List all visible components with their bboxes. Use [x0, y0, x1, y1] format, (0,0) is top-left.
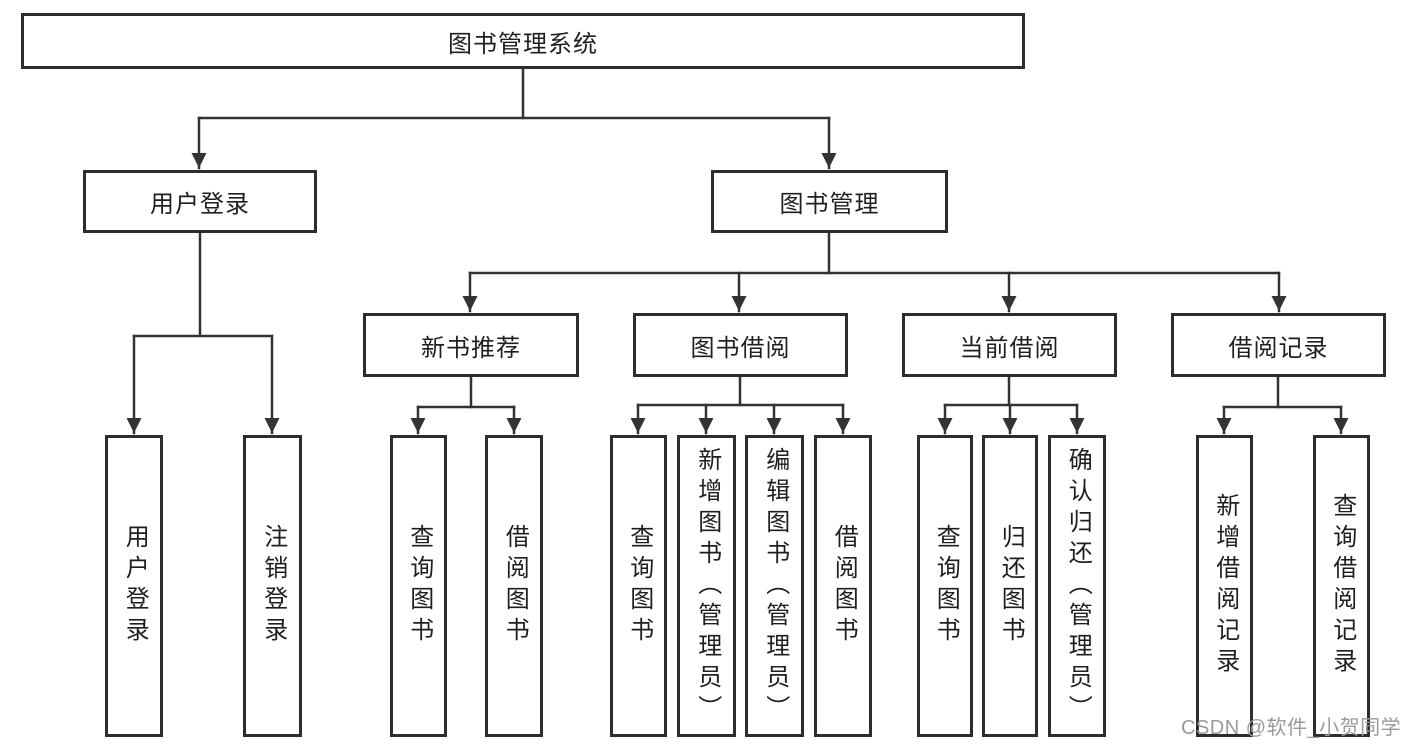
node-current-borrowing: 当前借阅 [902, 313, 1117, 377]
node-label: 图书管理 [779, 191, 880, 218]
leaf-label: 新增图书（管理员） [693, 446, 721, 726]
node-book-management: 图书管理 [711, 170, 948, 233]
node-label: 借阅记录 [1228, 334, 1329, 362]
leaf-borrowing-add-books-admin: 新增图书（管理员） [677, 435, 736, 737]
leaf-borrowing-borrow-books: 借阅图书 [814, 435, 872, 737]
node-borrowing-records: 借阅记录 [1171, 313, 1386, 377]
leaf-label: 查询图书 [405, 524, 433, 648]
leaf-user-login: 用户登录 [105, 435, 163, 737]
leaf-label: 借阅图书 [501, 524, 529, 648]
leaf-label: 注销登录 [259, 524, 287, 648]
leaf-label: 编辑图书（管理员） [761, 446, 789, 726]
node-user-login: 用户登录 [83, 170, 317, 233]
node-label: 用户登录 [150, 191, 250, 218]
node-book-borrowing: 图书借阅 [633, 313, 848, 377]
leaf-current-query-books: 查询图书 [917, 435, 973, 737]
leaf-logout: 注销登录 [243, 435, 302, 737]
leaf-records-query-record: 查询借阅记录 [1313, 435, 1370, 737]
node-label: 当前借阅 [959, 334, 1060, 362]
node-label: 新书推荐 [421, 334, 521, 362]
leaf-label: 归还图书 [997, 524, 1025, 648]
csdn-watermark: CSDN @软件_小贺同学 [1181, 717, 1402, 739]
leaf-recommend-query-books: 查询图书 [390, 435, 447, 737]
leaf-label: 查询借阅记录 [1328, 493, 1356, 679]
leaf-current-return-books: 归还图书 [982, 435, 1038, 737]
leaf-label: 查询图书 [932, 524, 960, 648]
leaf-current-confirm-return-admin: 确认归还（管理员） [1048, 435, 1106, 737]
leaf-label: 用户登录 [121, 524, 149, 648]
leaf-borrowing-query-books: 查询图书 [610, 435, 667, 737]
leaf-records-add-record: 新增借阅记录 [1196, 435, 1253, 737]
node-label: 图书借阅 [690, 334, 791, 362]
leaf-label: 新增借阅记录 [1211, 493, 1239, 679]
leaf-borrowing-edit-books-admin: 编辑图书（管理员） [745, 435, 804, 737]
leaf-recommend-borrow-books: 借阅图书 [485, 435, 543, 737]
node-label: 图书管理系统 [448, 30, 598, 58]
leaf-label: 确认归还（管理员） [1064, 446, 1092, 726]
leaf-label: 查询图书 [625, 524, 653, 648]
leaf-label: 借阅图书 [830, 524, 858, 648]
node-library-management-system: 图书管理系统 [21, 13, 1025, 69]
node-new-book-recommendation: 新书推荐 [363, 313, 579, 377]
